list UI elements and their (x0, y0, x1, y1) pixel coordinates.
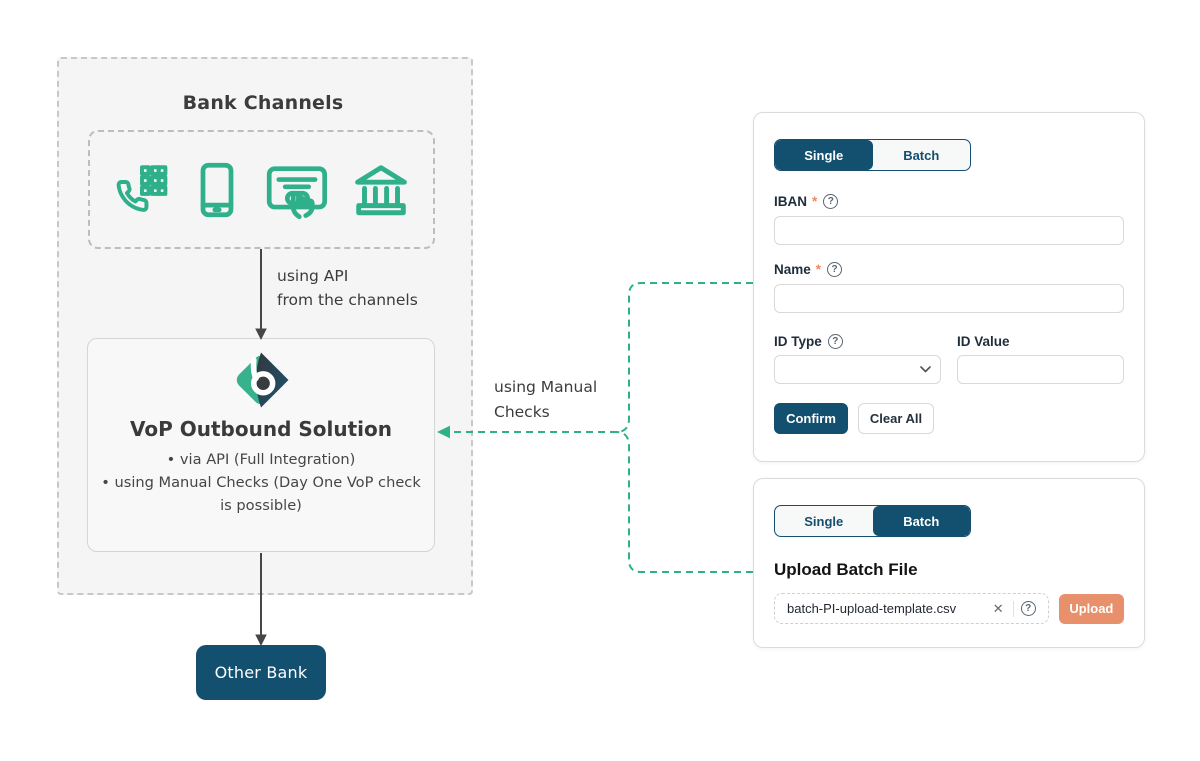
clear-file-icon[interactable]: ✕ (992, 600, 1004, 616)
name-label: Name (774, 262, 811, 277)
batch-panel-tab-group: Single Batch (774, 505, 971, 537)
channel-icons-box (88, 130, 435, 249)
iban-label-row: IBAN * ? (774, 194, 1124, 209)
api-arrow-label-line2: from the channels (277, 291, 418, 309)
vop-bullet-list: via API (Full Integration) using Manual … (88, 448, 434, 517)
batch-upload-panel: Single Batch Upload Batch File batch-PI-… (753, 478, 1145, 648)
id-fields-row: ID Type ? ID Value (774, 334, 1124, 384)
connector-top-branch (615, 282, 753, 433)
api-arrow-label: using API from the channels (277, 264, 418, 312)
iban-input[interactable] (774, 216, 1124, 245)
clear-all-button[interactable]: Clear All (858, 403, 934, 434)
help-icon[interactable]: ? (823, 194, 839, 209)
id-type-select[interactable] (774, 355, 941, 384)
help-icon[interactable]: ? (827, 334, 843, 349)
other-bank-node: Other Bank (196, 645, 326, 700)
id-value-label: ID Value (957, 334, 1010, 349)
name-input[interactable] (774, 284, 1124, 313)
chevron-down-icon (920, 366, 931, 373)
single-check-panel: Single Batch IBAN * ? Name * ? ID Type ? (753, 112, 1145, 462)
manual-checks-connector (449, 282, 753, 573)
confirm-button[interactable]: Confirm (774, 403, 848, 434)
manual-checks-label-line2: Checks (494, 403, 550, 421)
tab-batch[interactable]: Batch (903, 147, 940, 163)
manual-checks-label: using Manual Checks (494, 375, 597, 425)
phone-keypad-icon (113, 162, 169, 218)
single-panel-buttons: Confirm Clear All (774, 403, 1124, 434)
card-payment-icon (266, 161, 330, 219)
smartphone-icon (191, 162, 243, 218)
tab-single[interactable]: Single (804, 513, 844, 529)
help-icon[interactable]: ? (1020, 601, 1036, 616)
id-value-input[interactable] (957, 355, 1124, 384)
single-panel-tab-group: Single Batch (774, 139, 971, 171)
id-type-label-row: ID Type ? (774, 334, 941, 349)
divider (1012, 600, 1014, 617)
id-type-column: ID Type ? (774, 334, 941, 384)
selected-file-name: batch-PI-upload-template.csv (787, 601, 957, 616)
id-type-select-value[interactable] (774, 355, 941, 384)
iban-label: IBAN (774, 194, 807, 209)
vop-logo-icon (88, 349, 434, 415)
vop-title: VoP Outbound Solution (130, 417, 392, 441)
tab-single[interactable]: Single (775, 140, 873, 170)
vop-outbound-box: VoP Outbound Solution via API (Full Inte… (87, 338, 435, 552)
id-type-label: ID Type (774, 334, 822, 349)
id-value-label-row: ID Value (957, 334, 1124, 349)
bank-channels-title: Bank Channels (182, 92, 344, 114)
tab-batch[interactable]: Batch (872, 506, 970, 536)
manual-checks-label-line1: using Manual (494, 378, 598, 396)
help-icon[interactable]: ? (827, 262, 843, 277)
required-asterisk: * (812, 194, 818, 209)
vop-bullet: using Manual Checks (Day One VoP check i… (94, 471, 428, 517)
required-asterisk: * (815, 262, 822, 277)
api-arrow-label-line1: using API (277, 267, 349, 285)
upload-button[interactable]: Upload (1058, 593, 1124, 624)
name-label-row: Name * ? (774, 262, 1124, 277)
connector-bottom-branch (615, 431, 753, 573)
upload-batch-file-heading: Upload Batch File (774, 560, 918, 579)
file-picker-box[interactable]: batch-PI-upload-template.csv ✕ ? (774, 593, 1049, 624)
vop-bullet: via API (Full Integration) (94, 448, 428, 471)
id-value-column: ID Value (957, 334, 1124, 384)
bank-icon (352, 162, 410, 218)
file-upload-row: batch-PI-upload-template.csv ✕ ? Upload (774, 593, 1124, 624)
